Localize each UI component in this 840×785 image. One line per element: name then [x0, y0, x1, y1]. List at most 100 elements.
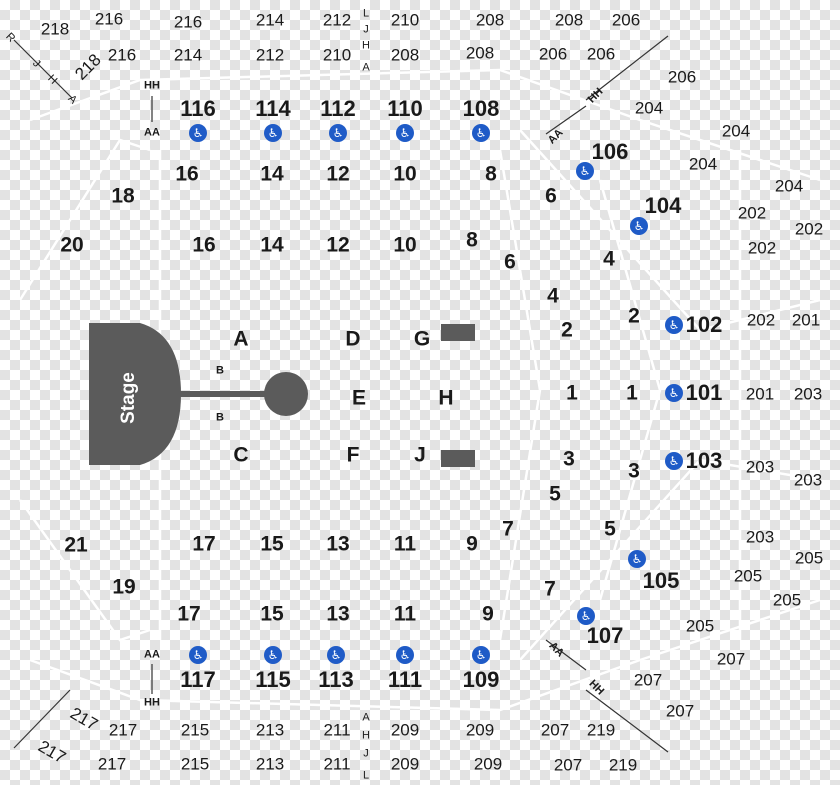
- section-113[interactable]: 113: [318, 667, 354, 692]
- floor-section-b-upper[interactable]: B: [216, 364, 224, 377]
- section-107[interactable]: 107: [586, 623, 624, 648]
- section-204[interactable]: 204: [721, 121, 751, 141]
- floor-section-a[interactable]: A: [233, 327, 249, 351]
- section-202[interactable]: 202: [747, 238, 777, 258]
- section-216[interactable]: 216: [94, 9, 124, 29]
- section-6[interactable]: 6: [504, 250, 516, 274]
- section-16[interactable]: 16: [192, 233, 216, 257]
- section-209[interactable]: 207: [553, 755, 583, 775]
- section-212[interactable]: 210: [322, 45, 352, 65]
- floor-section-b-lower[interactable]: B: [216, 411, 224, 424]
- section-203[interactable]: 203: [745, 457, 775, 477]
- floor-section-h[interactable]: H: [438, 386, 454, 410]
- section-2[interactable]: 2: [628, 304, 640, 328]
- section-208[interactable]: 208: [465, 43, 495, 63]
- section-103[interactable]: 103: [685, 448, 723, 473]
- section-207[interactable]: 219: [608, 755, 638, 775]
- section-214[interactable]: 212: [255, 45, 285, 65]
- section-216[interactable]: 216: [173, 12, 203, 32]
- section-8[interactable]: 8: [466, 228, 478, 252]
- section-9[interactable]: 9: [466, 532, 478, 556]
- section-1[interactable]: 1: [566, 381, 578, 405]
- section-205[interactable]: 207: [716, 649, 746, 669]
- section-21[interactable]: 21: [64, 533, 88, 557]
- section-217[interactable]: 215: [180, 720, 210, 740]
- section-202[interactable]: 202: [746, 310, 776, 330]
- section-106[interactable]: 106: [591, 139, 629, 164]
- section-13[interactable]: 13: [326, 532, 350, 556]
- section-210[interactable]: 208: [390, 45, 420, 65]
- section-12[interactable]: 12: [326, 162, 350, 186]
- section-208[interactable]: 206: [538, 44, 568, 64]
- floor-section-e[interactable]: E: [351, 386, 367, 410]
- section-215[interactable]: 213: [255, 720, 285, 740]
- section-7[interactable]: 7: [502, 517, 514, 541]
- section-110[interactable]: 110: [387, 96, 423, 121]
- section-213[interactable]: 211: [323, 720, 351, 740]
- section-202[interactable]: 201: [791, 310, 821, 330]
- floor-section-c[interactable]: C: [233, 443, 249, 467]
- section-205[interactable]: 205: [733, 566, 763, 586]
- floor-section-f[interactable]: F: [346, 443, 360, 467]
- section-108[interactable]: 108: [462, 96, 500, 121]
- section-211[interactable]: 209: [390, 720, 420, 740]
- section-7[interactable]: 7: [544, 577, 556, 601]
- section-5[interactable]: 5: [549, 482, 561, 506]
- floor-section-d[interactable]: D: [345, 327, 361, 351]
- section-102[interactable]: 102: [685, 312, 723, 337]
- section-17[interactable]: 17: [177, 602, 201, 626]
- floor-section-j[interactable]: J: [414, 443, 426, 467]
- section-217[interactable]: 217: [108, 720, 138, 740]
- section-111[interactable]: 111: [387, 667, 423, 692]
- section-11[interactable]: 11: [393, 602, 417, 626]
- section-204[interactable]: 202: [737, 203, 767, 223]
- section-212[interactable]: 212: [322, 10, 352, 30]
- section-206[interactable]: 204: [634, 98, 664, 118]
- section-9[interactable]: 9: [482, 602, 494, 626]
- section-101[interactable]: 101: [685, 380, 723, 405]
- section-15[interactable]: 15: [260, 602, 284, 626]
- section-201[interactable]: 203: [793, 384, 823, 404]
- section-114[interactable]: 114: [255, 96, 291, 121]
- section-209[interactable]: 209: [465, 720, 495, 740]
- section-6[interactable]: 6: [545, 184, 557, 208]
- section-10[interactable]: 10: [393, 162, 417, 186]
- section-104[interactable]: 104: [644, 193, 682, 218]
- section-205[interactable]: 205: [772, 590, 802, 610]
- section-203[interactable]: 203: [745, 527, 775, 547]
- section-112[interactable]: 112: [320, 96, 356, 121]
- section-204[interactable]: 204: [774, 176, 804, 196]
- section-115[interactable]: 115: [255, 667, 291, 692]
- section-216[interactable]: 216: [107, 45, 137, 65]
- section-105[interactable]: 105: [642, 568, 680, 593]
- section-18[interactable]: 18: [111, 184, 135, 208]
- section-19[interactable]: 19: [112, 575, 136, 599]
- section-217[interactable]: 215: [180, 754, 210, 774]
- section-5[interactable]: 5: [604, 517, 616, 541]
- section-213[interactable]: 211: [323, 754, 351, 774]
- section-209[interactable]: 209: [473, 754, 503, 774]
- section-208[interactable]: 208: [475, 10, 505, 30]
- section-211[interactable]: 209: [390, 754, 420, 774]
- section-217[interactable]: 217: [97, 754, 127, 774]
- section-205[interactable]: 205: [685, 616, 715, 636]
- section-116[interactable]: 116: [180, 96, 216, 121]
- section-201[interactable]: 201: [745, 384, 775, 404]
- section-13[interactable]: 13: [326, 602, 350, 626]
- section-10[interactable]: 10: [393, 233, 417, 257]
- section-1[interactable]: 1: [626, 381, 638, 405]
- section-16[interactable]: 16: [175, 162, 199, 186]
- section-206[interactable]: 206: [586, 44, 616, 64]
- floor-section-g[interactable]: G: [413, 327, 431, 351]
- section-14[interactable]: 14: [260, 233, 284, 257]
- section-207[interactable]: 207: [633, 670, 663, 690]
- section-208[interactable]: 208: [554, 10, 584, 30]
- section-20[interactable]: 20: [60, 233, 84, 257]
- section-207[interactable]: 207: [665, 701, 695, 721]
- section-11[interactable]: 11: [393, 532, 417, 556]
- section-17[interactable]: 17: [192, 532, 216, 556]
- section-210[interactable]: 210: [390, 10, 420, 30]
- section-3[interactable]: 3: [563, 447, 575, 471]
- section-216[interactable]: 214: [173, 45, 203, 65]
- section-8[interactable]: 8: [485, 162, 497, 186]
